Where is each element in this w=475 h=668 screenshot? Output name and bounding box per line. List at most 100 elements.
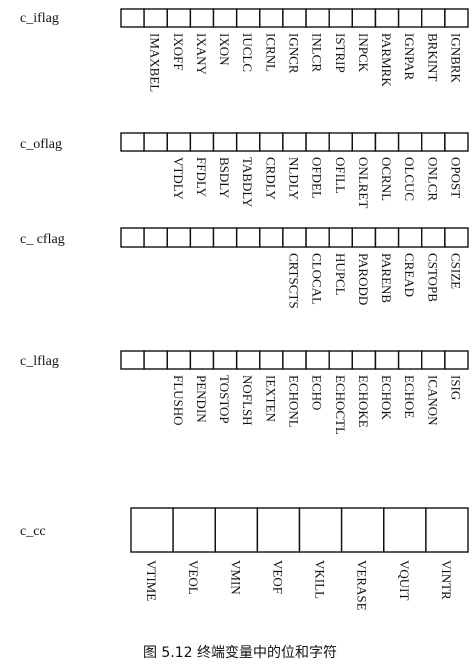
bit-label-onlret: ONLRET <box>356 157 371 208</box>
bit-label-ffdly: FFDLY <box>194 157 209 197</box>
bit-cell <box>235 227 261 248</box>
bit-label-tabdly: TABDLY <box>240 157 255 208</box>
cc-label-vmin: VMIN <box>228 560 243 595</box>
bit-label-vtdly: VTDLY <box>171 157 186 200</box>
bit-cell <box>120 350 145 370</box>
bit-cell <box>212 350 238 370</box>
register-name-ccflag: c_ cflag <box>20 232 65 247</box>
bit-label-imaxbel: IMAXBEL <box>148 33 163 92</box>
bit-label-echoctl: ECHOCTL <box>333 375 348 435</box>
bit-cell <box>397 227 423 248</box>
register-name-clflag: c_lflag <box>20 354 59 369</box>
bit-label-ocrnl: OCRNL <box>379 157 394 201</box>
bit-cell <box>305 350 330 370</box>
bit-cell <box>444 8 469 28</box>
bit-cell <box>282 227 307 248</box>
bit-label-iexten: IEXTEN <box>263 375 278 423</box>
bit-label-echok: ECHOK <box>379 375 394 420</box>
bit-cell <box>235 132 261 152</box>
bit-cell <box>444 227 469 248</box>
bit-cell <box>351 350 377 370</box>
bit-label-icrnl: ICRNL <box>263 33 278 72</box>
register-name-ciflag: c_iflag <box>20 11 59 26</box>
bit-label-ixany: IXANY <box>194 33 209 75</box>
bit-label-echonl: ECHONL <box>287 375 302 428</box>
bit-label-crdly: CRDLY <box>263 157 278 200</box>
bit-label-tostop: TOSTOP <box>217 375 232 424</box>
bit-cell <box>328 8 354 28</box>
register-name-cc: c_cc <box>20 524 46 539</box>
bit-cell <box>282 8 307 28</box>
bit-label-noflsh: NOFLSH <box>240 375 255 426</box>
bit-cell <box>166 227 192 248</box>
bit-cell <box>444 350 469 370</box>
bit-cell <box>259 350 284 370</box>
bit-cell <box>421 227 446 248</box>
bit-cell <box>259 8 284 28</box>
bit-cell <box>351 8 377 28</box>
bit-label-ofill: OFILL <box>333 157 348 194</box>
bit-label-ofdel: OFDEL <box>310 157 325 199</box>
bit-cell <box>374 227 400 248</box>
bit-label-parenb: PARENB <box>379 253 394 303</box>
bit-label-olcuc: OLCUC <box>402 157 417 201</box>
bit-label-cstopb: CSTOPB <box>425 253 440 302</box>
bit-cell <box>189 8 215 28</box>
bit-label-isig: ISIG <box>448 375 463 400</box>
bit-cell <box>374 350 400 370</box>
bit-cell <box>120 8 145 28</box>
cc-label-vquit: VQUIT <box>397 560 412 600</box>
bit-label-brkint: BRKINT <box>425 33 440 81</box>
bit-label-ignpar: IGNPAR <box>402 33 417 81</box>
cc-cell <box>425 507 469 553</box>
bit-label-echo: ECHO <box>310 375 325 410</box>
bit-label-iuclc: IUCLC <box>240 33 255 72</box>
bit-cell <box>305 227 330 248</box>
bit-label-ignbrk: IGNBRK <box>448 33 463 83</box>
bit-label-flusho: FLUSHO <box>171 375 186 426</box>
bit-cell <box>212 132 238 152</box>
bit-cell <box>143 8 168 28</box>
bit-cell <box>259 227 284 248</box>
bit-label-cread: CREAD <box>402 253 417 297</box>
cc-label-vkill: VKILL <box>313 560 328 599</box>
bit-cell <box>328 350 354 370</box>
bit-cell <box>235 350 261 370</box>
bit-cell <box>143 132 168 152</box>
bit-label-nldly: NLDLY <box>287 157 302 200</box>
bit-cell <box>305 8 330 28</box>
bit-cell <box>282 350 307 370</box>
cc-cell <box>172 507 216 553</box>
bit-label-inlcr: INLCR <box>310 33 325 72</box>
bit-cell <box>143 227 168 248</box>
bit-cell <box>235 8 261 28</box>
cc-cell <box>383 507 427 553</box>
bit-label-parmrk: PARMRK <box>379 33 394 87</box>
bit-cell <box>374 132 400 152</box>
bit-cell <box>259 132 284 152</box>
bit-cell <box>328 132 354 152</box>
bit-label-bsdly: BSDLY <box>217 157 232 199</box>
bit-cell <box>351 227 377 248</box>
bit-cell <box>166 8 192 28</box>
bit-label-hupcl: HUPCL <box>333 253 348 296</box>
bit-label-csize: CSIZE <box>448 253 463 289</box>
bit-cell <box>374 8 400 28</box>
bit-label-onlcr: ONLCR <box>425 157 440 201</box>
bit-cell <box>351 132 377 152</box>
bit-cell <box>189 132 215 152</box>
bit-label-istrip: ISTRIP <box>333 33 348 73</box>
bit-cell <box>397 350 423 370</box>
bit-cell <box>328 227 354 248</box>
register-name-coflag: c_oflag <box>20 137 62 152</box>
bit-label-clocal: CLOCAL <box>310 253 325 305</box>
cc-label-vintr: VINTR <box>439 560 454 600</box>
bit-cell <box>189 350 215 370</box>
bit-label-inpck: INPCK <box>356 33 371 73</box>
bit-cell <box>120 132 145 152</box>
figure-caption: 图 5.12 终端变量中的位和字符 <box>143 645 337 661</box>
bit-cell <box>421 132 446 152</box>
bit-label-ixon: IXON <box>217 33 232 66</box>
